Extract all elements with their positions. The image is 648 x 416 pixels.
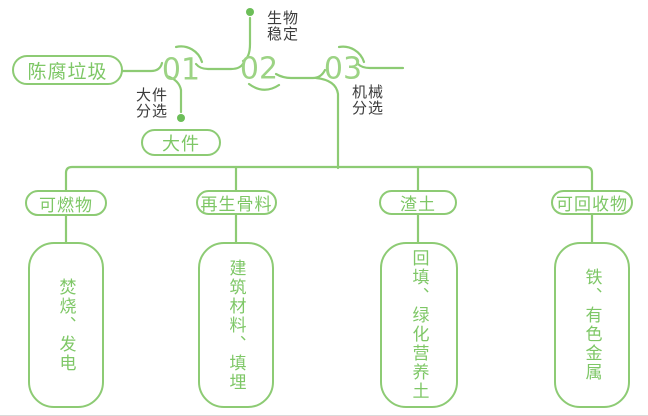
connector-source-to-01 — [121, 61, 164, 73]
connector-bio-branch — [241, 16, 252, 63]
connector-01-to-02 — [194, 60, 246, 71]
step-number-01: 01 — [161, 52, 201, 88]
distribution-bar — [64, 165, 594, 192]
node-result-metals: 铁、有色金属 — [554, 242, 630, 408]
bulky-branch-dot — [177, 114, 185, 122]
step-number-02: 02 — [239, 51, 279, 87]
arc-03 — [337, 45, 366, 64]
arc-02 — [247, 82, 281, 91]
node-category-combustible: 可燃物 — [25, 190, 107, 216]
node-source: 陈腐垃圾 — [12, 55, 123, 85]
arc-01 — [174, 45, 204, 64]
node-result-backfill: 回填、绿化营养土 — [380, 242, 458, 408]
label-process-mechanical-sorting: 机械分选 — [352, 84, 385, 117]
result-text-incineration: 焚烧、发电 — [56, 277, 76, 373]
result-text-building-material: 建筑材料、填埋 — [226, 258, 246, 392]
connector-03-tail — [356, 62, 405, 70]
node-category-slag-soil: 渣土 — [379, 190, 457, 215]
connector-bulky-branch — [165, 74, 183, 114]
label-process-bulky-sorting: 大件分选 — [136, 87, 169, 120]
label-process-bio-stabilization: 生物稳定 — [267, 10, 300, 43]
node-result-building-material: 建筑材料、填埋 — [198, 242, 274, 408]
step-number-03: 03 — [323, 51, 363, 87]
node-category-recyclable: 可回收物 — [551, 190, 633, 215]
node-bulky-output: 大件 — [141, 129, 221, 156]
result-text-metals: 铁、有色金属 — [582, 268, 602, 382]
node-result-incineration: 焚烧、发电 — [28, 242, 104, 408]
result-text-backfill: 回填、绿化营养土 — [409, 249, 429, 401]
node-category-recycled-aggregate: 再生骨料 — [196, 190, 277, 215]
bio-branch-dot — [246, 8, 254, 16]
connector-02-to-03 — [274, 68, 327, 80]
connector-03-drop — [314, 76, 340, 170]
